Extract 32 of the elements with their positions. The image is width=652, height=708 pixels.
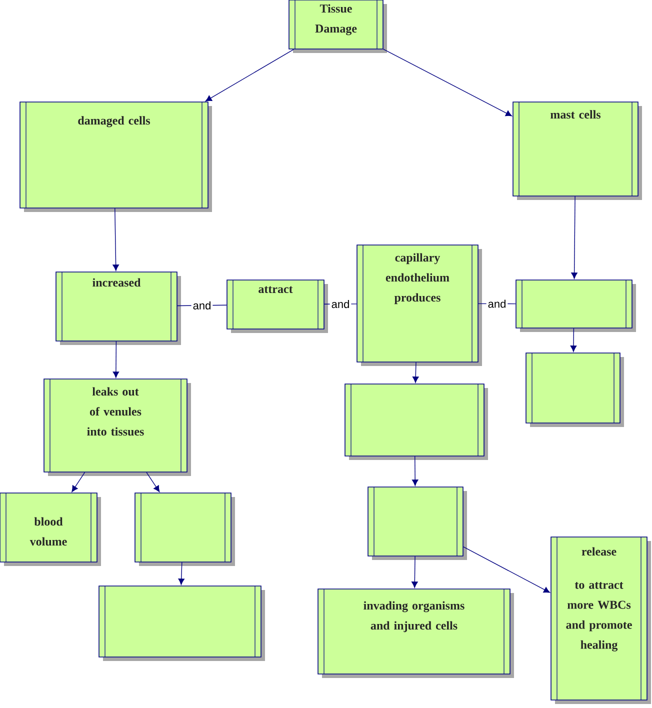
process-box [134,492,235,566]
process-box: damaged cells [20,102,212,212]
arrow [412,556,418,588]
arrow [383,48,512,116]
arrow [571,196,578,279]
process-box: blood volume [0,492,101,566]
process-box: capillary endothelium produces [356,244,482,366]
process-box: increased [56,272,181,345]
edge-label: and [191,300,213,311]
process-box [344,384,488,460]
arrow [112,208,119,271]
process-box: invading organisms and injured cells [318,588,514,678]
edge-label: and [330,298,352,310]
process-box: release to attract more WBCs and promote healing [550,536,652,704]
arrow [112,341,120,378]
arrow [146,472,160,492]
process-box [368,486,467,560]
arrow [463,546,550,593]
arrow [412,456,418,486]
arrow [412,362,419,383]
process-box: attract [226,280,328,333]
arrow [72,472,86,492]
arrow [205,49,294,102]
process-box: Tissue Damage [288,0,387,53]
process-box: mast cells [512,102,642,200]
arrow [178,562,184,585]
process-box [526,352,624,427]
process-box [516,280,636,332]
arrow [570,328,577,352]
process-box [98,586,265,661]
edge-label: and [486,298,508,310]
process-box: leaks out of venules into tissues [44,378,191,476]
